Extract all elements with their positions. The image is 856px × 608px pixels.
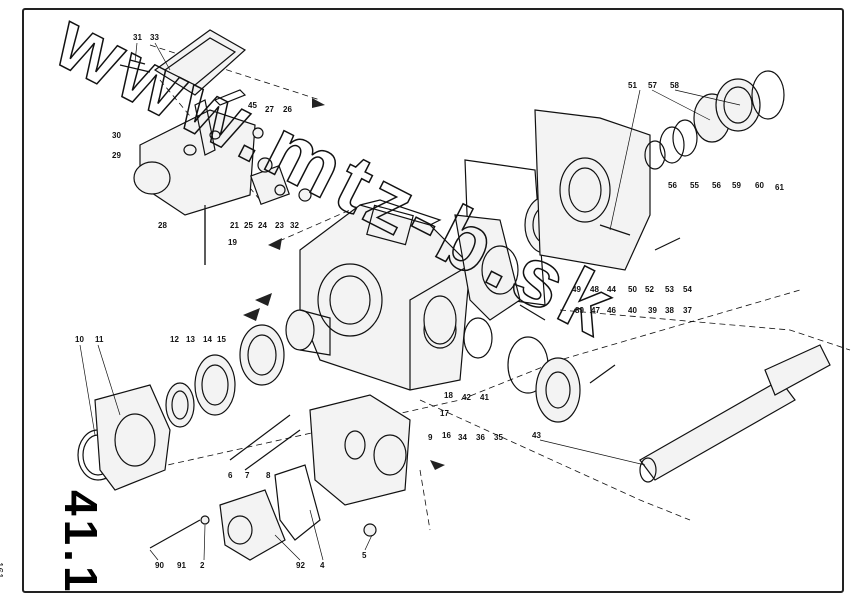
callout-16: 16 <box>442 431 451 440</box>
callout-26: 26 <box>283 105 292 114</box>
callout-12: 12 <box>170 335 179 344</box>
callout-60: 60 <box>755 181 764 190</box>
callout-92: 92 <box>296 561 305 570</box>
callout-24: 24 <box>258 221 267 230</box>
seal-stack <box>644 70 785 170</box>
callout-48: 48 <box>590 285 599 294</box>
valve-block-housing <box>133 99 256 265</box>
callout-6: 6 <box>228 471 233 480</box>
callout-51: 51 <box>628 81 637 90</box>
left-bearing-stack <box>77 324 285 491</box>
callout-55: 55 <box>690 181 699 190</box>
callout-11: 11 <box>95 335 104 344</box>
callout-59: 59 <box>732 181 741 190</box>
callout-37: 37 <box>683 306 692 315</box>
callout-44: 44 <box>607 285 616 294</box>
right-cover-housing <box>534 109 651 271</box>
callout-52: 52 <box>645 285 654 294</box>
callout-19: 19 <box>228 238 237 247</box>
callout-50: 50 <box>628 285 637 294</box>
block-fittings <box>213 89 312 205</box>
direction-arrows <box>243 98 445 470</box>
callout-46: 46 <box>607 306 616 315</box>
callout-18: 18 <box>444 391 453 400</box>
top-cover-plate <box>119 29 247 96</box>
callout-8: 8 <box>266 471 271 480</box>
callout-13: 13 <box>186 335 195 344</box>
callout-21: 21 <box>230 221 239 230</box>
callout-33: 33 <box>150 33 159 42</box>
callout-4: 4 <box>320 561 325 570</box>
figure-number: 41.1 <box>55 490 107 596</box>
callout-27: 27 <box>265 105 274 114</box>
page-number: 161 <box>0 562 4 579</box>
callout-30: 30 <box>112 131 121 140</box>
callout-9: 9 <box>428 433 433 442</box>
callout-31: 31 <box>133 33 142 42</box>
output-shaft <box>639 344 831 483</box>
callout-56b: 56 <box>712 181 721 190</box>
bolts <box>129 59 681 549</box>
callout-39: 39 <box>648 306 657 315</box>
callout-5: 5 <box>362 551 367 560</box>
callout-40: 40 <box>628 306 637 315</box>
callout-7: 7 <box>245 471 250 480</box>
leader-lines <box>79 42 741 561</box>
callout-35: 35 <box>494 433 503 442</box>
pump-housing <box>200 394 411 561</box>
callout-38: 38 <box>665 306 674 315</box>
callout-90: 90 <box>155 561 164 570</box>
middle-ring-stack <box>423 295 581 423</box>
callout-47: 47 <box>591 306 600 315</box>
callout-54: 54 <box>683 285 692 294</box>
callout-15: 15 <box>217 335 226 344</box>
callout-29: 29 <box>112 151 121 160</box>
callout-32: 32 <box>290 221 299 230</box>
sleeve <box>285 309 331 356</box>
callout-41: 41 <box>480 393 489 402</box>
callout-57: 57 <box>648 81 657 90</box>
callout-58: 58 <box>670 81 679 90</box>
callout-43: 43 <box>532 431 541 440</box>
callout-17: 17 <box>440 409 449 418</box>
callout-53: 53 <box>665 285 674 294</box>
callout-91: 91 <box>177 561 186 570</box>
callout-34: 34 <box>458 433 467 442</box>
callout-10: 10 <box>75 335 84 344</box>
callout-89: 89 <box>575 306 584 315</box>
main-gearbox-housing <box>299 199 471 391</box>
callout-45: 45 <box>248 101 257 110</box>
callout-14: 14 <box>203 335 212 344</box>
callout-42: 42 <box>462 393 471 402</box>
diagram-frame <box>22 8 844 593</box>
callout-25: 25 <box>244 221 253 230</box>
callout-2: 2 <box>200 561 205 570</box>
callout-23: 23 <box>275 221 284 230</box>
callout-36: 36 <box>476 433 485 442</box>
callout-49: 49 <box>572 285 581 294</box>
callout-61: 61 <box>775 183 784 192</box>
callout-labels: 31 33 45 27 26 30 29 28 21 25 24 23 32 1… <box>75 33 784 570</box>
callout-56a: 56 <box>668 181 677 190</box>
callout-28: 28 <box>158 221 167 230</box>
